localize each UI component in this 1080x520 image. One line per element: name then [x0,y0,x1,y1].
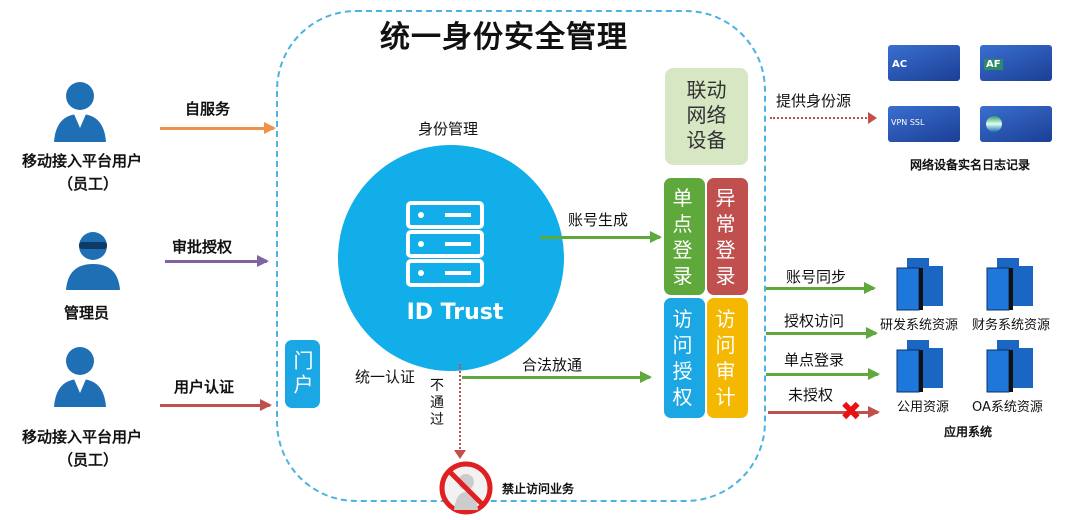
provide-identity-arrowhead [868,112,877,124]
security-device-icon [980,106,1052,142]
flow-label: 账号同步 [786,268,847,286]
flow-label: 单点登录 [784,351,845,369]
legal-pass-arrow [462,371,652,383]
unauthorized-arrow [768,406,880,418]
user-sublabel: （员工） [58,451,119,469]
id-trust-label: ID Trust [406,300,504,325]
server-rack-icon [406,201,484,287]
id-management-boundary [276,10,766,502]
server-icon [986,340,1033,393]
auth-arrow [160,399,272,411]
portal-box: 门户 [285,340,320,408]
user-icon [54,347,106,407]
user-sublabel: （员工） [58,175,119,193]
legal-pass-label: 合法放通 [522,356,583,374]
rejected-label: 不通过 [430,378,444,428]
device-label: AF [984,59,1003,70]
ac-device-icon: AC [888,45,960,81]
flow-label: 未授权 [788,386,834,404]
server-label: 研发系统资源 [880,318,959,333]
access-audit-box: 访问审计 [707,298,748,418]
rejected-arrowhead [454,450,466,459]
user-label: 移动接入平台用户 [22,428,143,446]
device-label: VPN SSL [891,118,925,127]
server-icon [986,258,1033,311]
sso-box: 单点登录 [664,178,705,295]
self-service-label: 自服务 [185,100,231,118]
access-auth-box: 访问授权 [664,298,705,418]
authorized-access-arrow [766,327,878,339]
admin-icon [66,232,120,290]
forbidden-icon [439,461,493,515]
server-label: 公用资源 [897,400,950,415]
approval-label: 审批授权 [172,238,233,256]
provide-identity-arrow [770,117,870,119]
blocked-x-icon: ✖ [840,397,862,427]
diagram-title: 统一身份安全管理 [380,20,628,55]
approval-arrow [165,255,269,267]
account-gen-label: 账号生成 [568,211,629,229]
user-label: 移动接入平台用户 [22,152,143,170]
user-icon [54,82,106,142]
server-label: 财务系统资源 [972,318,1051,333]
provide-identity-label: 提供身份源 [776,92,852,110]
af-device-icon: AF [980,45,1052,81]
identity-mgmt-label: 身份管理 [418,120,479,138]
server-icon [896,340,943,393]
servers-caption: 应用系统 [944,425,993,439]
flow-label: 授权访问 [784,312,845,330]
server-icon [896,258,943,311]
account-gen-arrow [540,231,662,243]
server-label: OA系统资源 [972,400,1043,415]
unified-auth-label: 统一认证 [355,368,416,386]
vpn-device-icon: VPN SSL [888,106,960,142]
shield-icon [986,116,1002,132]
auth-label: 用户认证 [174,378,235,396]
abnormal-login-box: 异常登录 [707,178,748,295]
device-label: AC [892,59,908,70]
devices-caption: 网络设备实名日志记录 [910,158,1031,172]
account-sync-arrow [766,282,876,294]
self-service-arrow [160,122,276,134]
sso-arrow [766,368,880,380]
admin-label: 管理员 [64,304,110,322]
rejected-arrow [459,364,461,452]
linked-devices-box: 联动网络设备 [665,68,748,165]
forbidden-label: 禁止访问业务 [502,482,575,496]
